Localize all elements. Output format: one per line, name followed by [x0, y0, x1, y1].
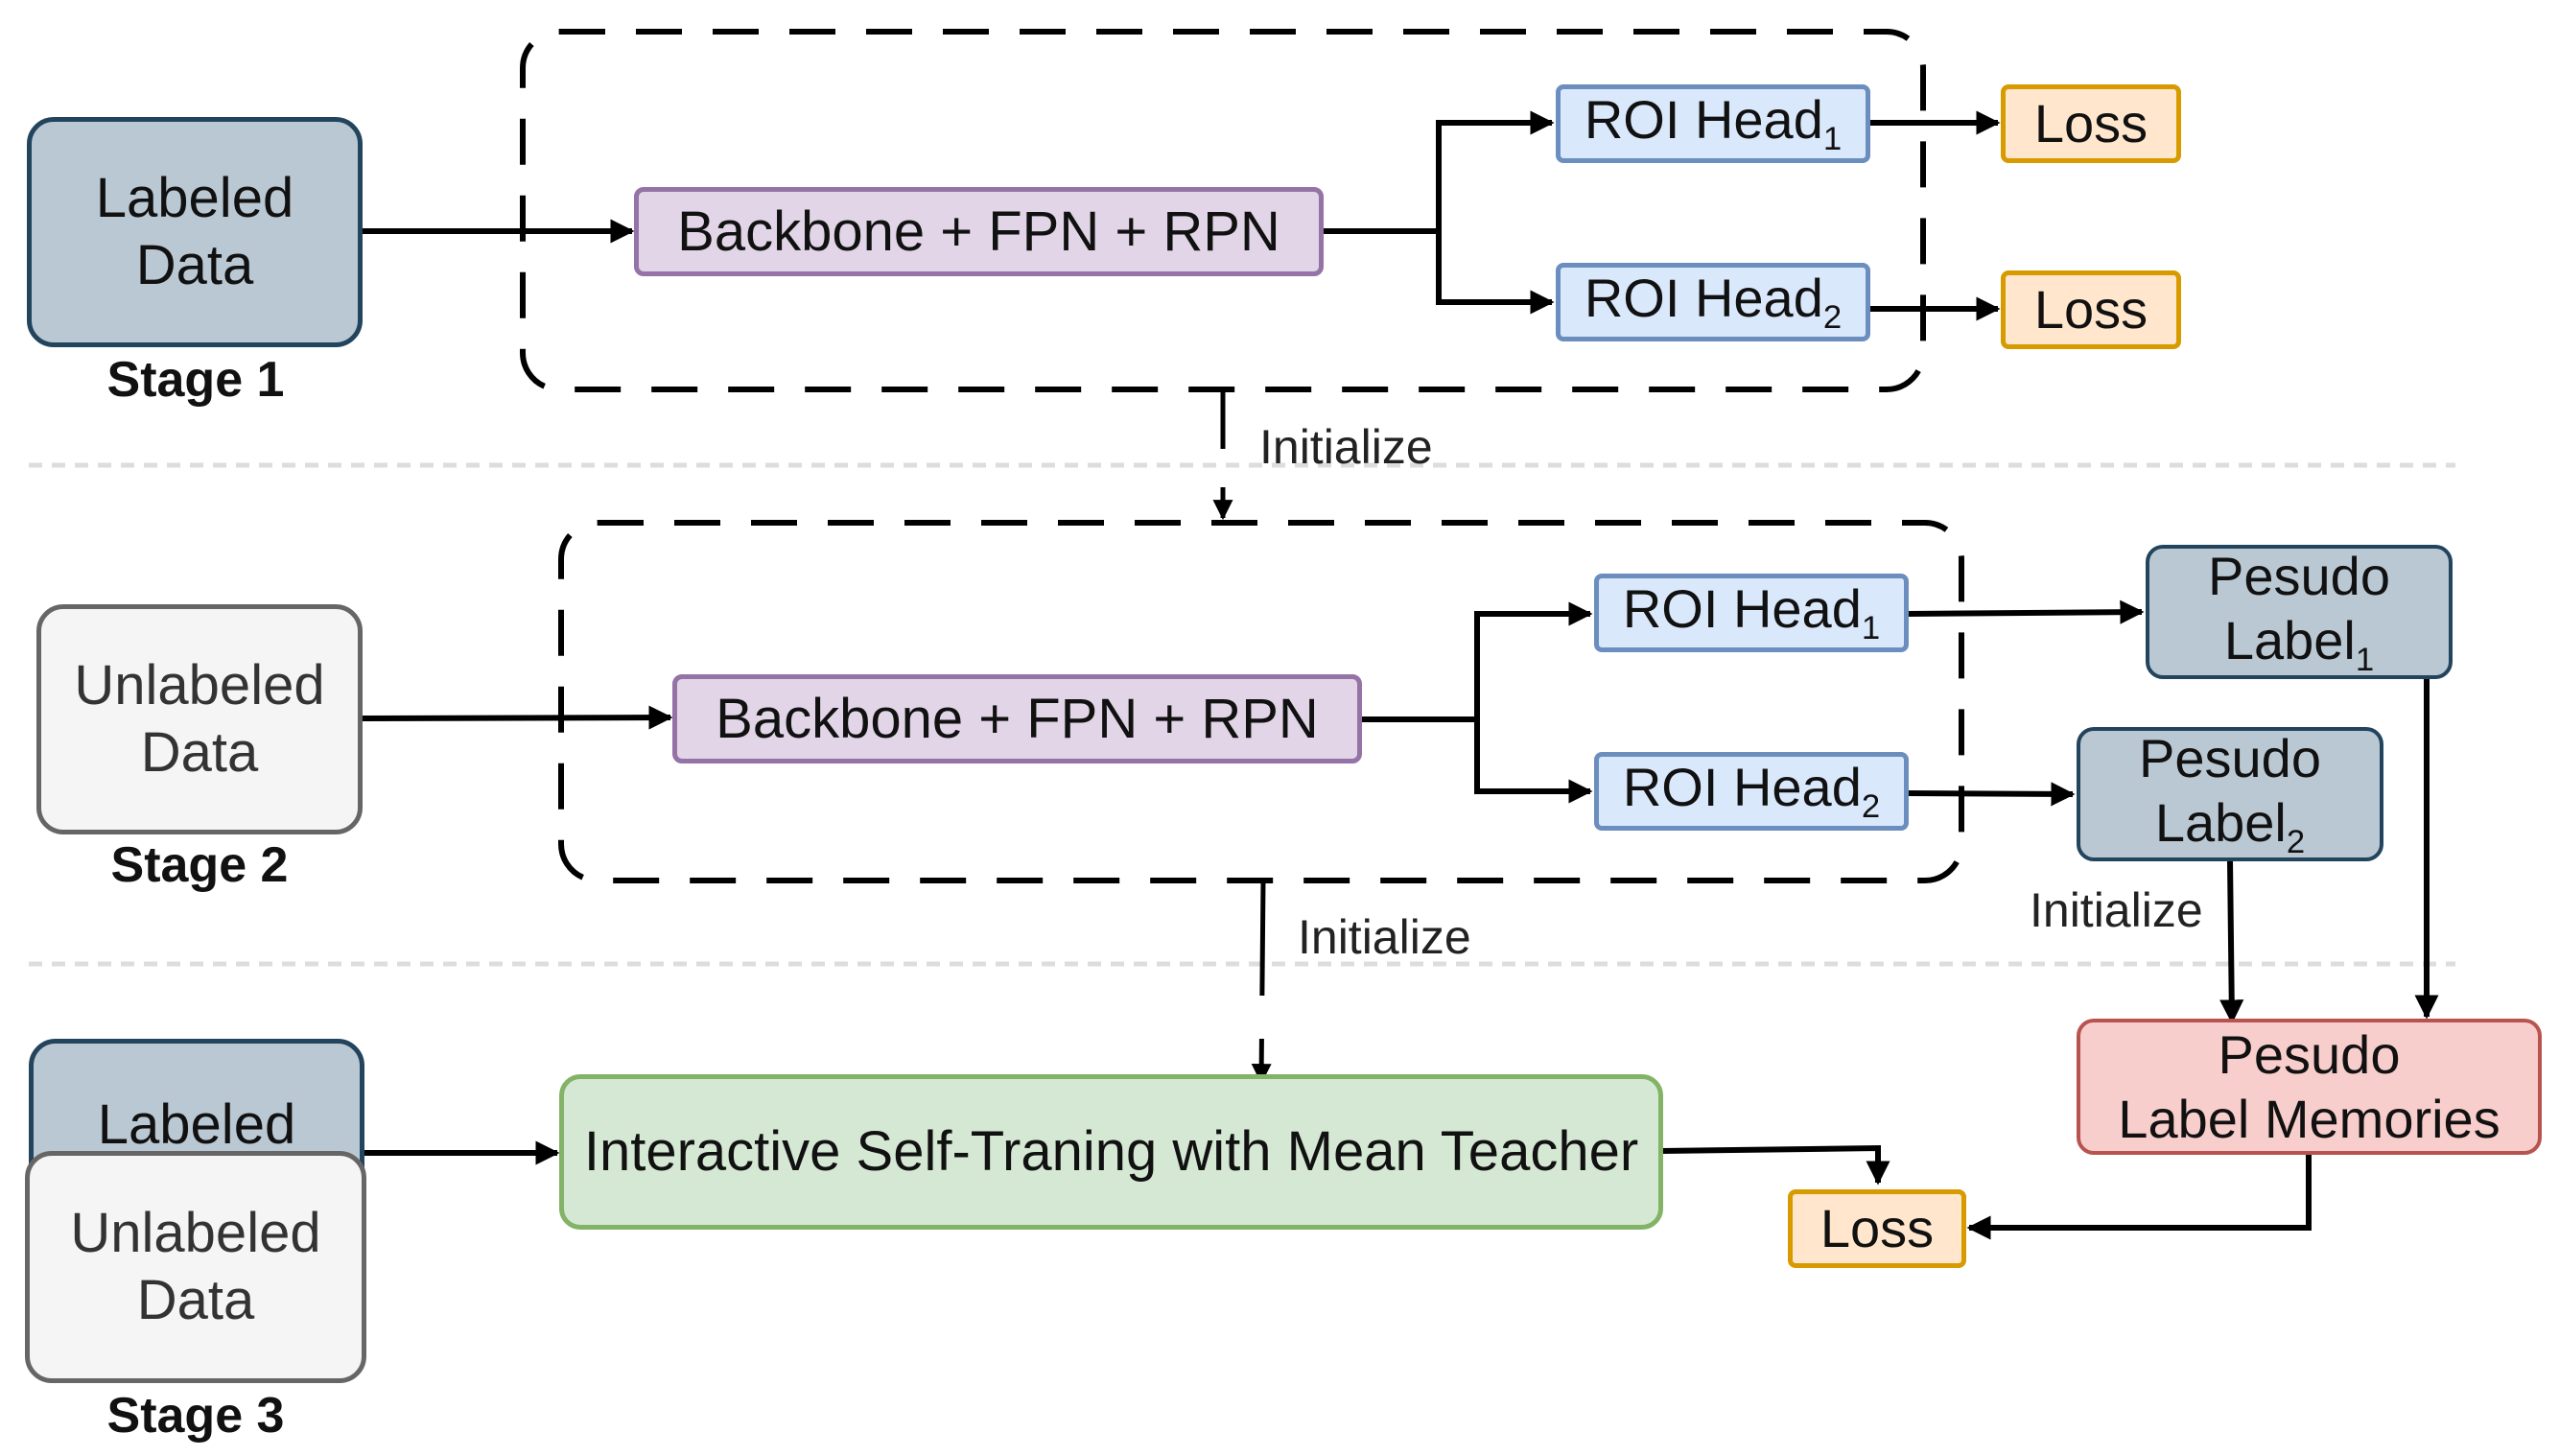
stage1-backbone: Backbone + FPN + RPN	[634, 187, 1324, 276]
arrow-head2-to-pseudo2	[1906, 782, 2076, 807]
arrow-method-to-loss	[1660, 1144, 1890, 1186]
stage3-method-label: Interactive Self-Traning with Mean Teach…	[583, 1120, 1639, 1184]
stage3-unlabeled-line1: Unlabeled	[70, 1202, 321, 1265]
stage3-labeled-text: Labeled	[97, 1093, 296, 1156]
pseudo1-line1: Pesudo	[2208, 545, 2390, 606]
stage2-roi-head-1: ROI Head1	[1594, 574, 1909, 652]
stage2-pseudo-label-1: Pesudo Label1	[2146, 545, 2453, 679]
stage2-roi-head-2-text: ROI Head	[1622, 757, 1862, 818]
stage3-label: Stage 3	[106, 1388, 285, 1444]
stage2-unlabeled-data: Unlabeled Data	[36, 604, 363, 834]
pseudo2-line1: Pesudo	[2139, 727, 2321, 788]
stage1-roi-head-2: ROI Head2	[1556, 263, 1870, 341]
stage3-pseudo-label-memories: Pesudo Label Memories	[2077, 1019, 2542, 1155]
initialize-label-pseudo: Initialize	[2030, 883, 2203, 937]
stage1-roi-head-1-text: ROI Head	[1584, 89, 1823, 151]
stage2-pseudo-label-2: Pesudo Label2	[2077, 727, 2383, 861]
arrow-memories-to-loss	[1966, 1154, 2312, 1240]
stage1-roi-head-1-sub: 1	[1822, 121, 1843, 158]
stage2-roi-head-1-label: ROI Head1	[1623, 576, 1880, 649]
stage1-loss-1-label: Loss	[2033, 93, 2148, 154]
stage1-backbone-label: Backbone + FPN + RPN	[677, 200, 1280, 263]
stage1-roi-head-2-label: ROI Head2	[1585, 266, 1842, 339]
stage3-method: Interactive Self-Traning with Mean Teach…	[559, 1074, 1663, 1230]
initialize-label-2: Initialize	[1298, 910, 1471, 964]
stage2-label: Stage 2	[110, 837, 289, 893]
stage2-roi-head-1-text: ROI Head	[1622, 578, 1862, 640]
memories-line2: Label Memories	[2118, 1089, 2500, 1149]
stage1-labeled-data: Labeled Data	[27, 117, 363, 347]
arrow-unlabeled-to-backbone-2	[360, 705, 673, 730]
arrow-pseudo2-to-memories	[2219, 859, 2244, 1024]
stage1-roi-head-2-text: ROI Head	[1584, 268, 1823, 329]
stage1-roi-head-1-label: ROI Head1	[1585, 87, 1842, 160]
stage2-backbone: Backbone + FPN + RPN	[672, 674, 1362, 763]
pseudo1-line2-text: Label	[2223, 609, 2356, 670]
stage1-label: Stage 1	[106, 352, 285, 408]
stage1-roi-head-1: ROI Head1	[1556, 84, 1870, 163]
stage2-input-line1: Unlabeled	[74, 654, 325, 717]
pseudo1-line2-sub: 1	[2355, 641, 2375, 678]
pseudo1-line2: Label1	[2224, 608, 2374, 681]
stage3-unlabeled-line2: Data	[136, 1269, 255, 1331]
arrow-backbone-to-head2-1	[1436, 231, 1555, 315]
stage2-roi-head-2-sub: 2	[1861, 788, 1881, 826]
stage1-loss-1: Loss	[2001, 84, 2181, 163]
stage2-backbone-label: Backbone + FPN + RPN	[716, 687, 1319, 750]
stage1-roi-head-2-sub: 2	[1822, 299, 1843, 337]
arrow-backbone-to-head1-1	[1322, 110, 1555, 234]
stage1-input-line2: Data	[135, 234, 254, 296]
arrow-backbone-to-head1-2	[1360, 601, 1593, 722]
stage1-loss-2-label: Loss	[2033, 279, 2148, 341]
stage2-roi-head-1-sub: 1	[1861, 610, 1881, 647]
stage3-loss-label: Loss	[1819, 1198, 1935, 1259]
stage2-roi-head-2: ROI Head2	[1594, 752, 1909, 831]
stage1-model-container	[520, 29, 1926, 392]
stage2-roi-head-2-label: ROI Head2	[1623, 755, 1880, 828]
pseudo2-line2-sub: 2	[2286, 823, 2306, 860]
arrow-initialize-stage2-to-stage3	[1251, 880, 1272, 1085]
arrow-head1-to-pseudo1	[1906, 599, 2145, 624]
arrow-backbone-to-head2-2	[1474, 719, 1593, 804]
stage3-unlabeled-data: Unlabeled Data	[25, 1151, 366, 1383]
memories-line1: Pesudo	[2218, 1023, 2401, 1085]
initialize-label-1: Initialize	[1259, 420, 1433, 474]
pseudo2-line2: Label2	[2155, 790, 2305, 863]
pseudo2-line2-text: Label	[2154, 791, 2287, 853]
stage1-input-line1: Labeled	[95, 167, 294, 230]
stage2-input-line2: Data	[140, 721, 259, 784]
stage1-loss-2: Loss	[2001, 270, 2181, 349]
stage3-loss: Loss	[1788, 1189, 1966, 1268]
